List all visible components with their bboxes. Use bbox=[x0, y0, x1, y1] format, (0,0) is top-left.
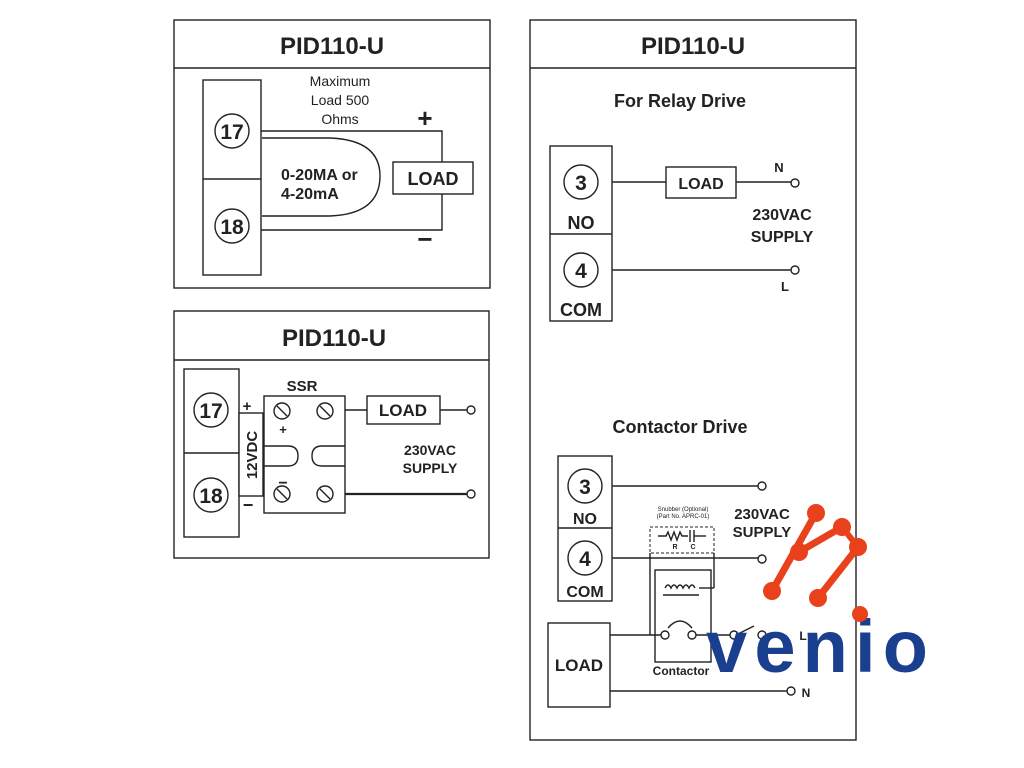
panel-title: PID110-U bbox=[282, 325, 386, 352]
terminal-3-label: 3 bbox=[575, 172, 587, 195]
voltage-bar bbox=[238, 412, 264, 497]
terminal-17-label: 17 bbox=[220, 121, 243, 144]
logo-i-dot bbox=[852, 606, 868, 622]
minus-sign: − bbox=[243, 495, 254, 515]
load-label: LOAD bbox=[379, 401, 427, 420]
contact-terminal bbox=[729, 630, 739, 640]
signal-label-line1: 0-20MA or bbox=[281, 167, 358, 184]
current-output-panel: PID110-U 17 18 Maximum Load 500 Ohms 0-2… bbox=[173, 19, 491, 289]
supply-label-line2: SUPPLY bbox=[733, 524, 792, 541]
venio-logo: venio bbox=[706, 504, 928, 688]
ssr-output-panel: PID110-U 17 18 12VDC + − SSR + − LOAD 23… bbox=[173, 310, 490, 559]
load-box bbox=[392, 161, 474, 195]
load-box bbox=[366, 395, 441, 425]
load-note-line3: Ohms bbox=[321, 111, 358, 127]
terminal-3 bbox=[563, 164, 599, 200]
ssr-plus: + bbox=[279, 422, 287, 437]
supply-terminal bbox=[466, 405, 476, 415]
load-label: LOAD bbox=[678, 176, 723, 193]
load-note-line1: Maximum bbox=[310, 73, 371, 89]
ssr-minus: − bbox=[278, 475, 287, 492]
supply-label-line2: SUPPLY bbox=[403, 460, 458, 476]
terminal-4-label: 4 bbox=[579, 548, 591, 571]
coil-icon bbox=[664, 584, 696, 590]
contact-terminal bbox=[757, 630, 767, 640]
ssr-notch bbox=[311, 445, 345, 467]
terminal-17-label: 17 bbox=[199, 400, 222, 423]
panel-title: PID110-U bbox=[641, 33, 745, 60]
contactor-heading: Contactor Drive bbox=[612, 417, 747, 437]
supply-terminal-n bbox=[790, 178, 800, 188]
terminal-block bbox=[202, 79, 262, 276]
load-box bbox=[665, 166, 737, 199]
ssr-notch bbox=[264, 445, 299, 467]
n-label: N bbox=[802, 686, 811, 700]
supply-label-line2: SUPPLY bbox=[751, 229, 814, 246]
supply-terminal bbox=[757, 554, 767, 564]
terminal-no-label: NO bbox=[568, 213, 595, 233]
snubber-label-line1: Snubber (Optional) bbox=[658, 507, 709, 513]
relay-drive-panel: PID110-U For Relay Drive 3 NO 4 COM LOAD… bbox=[529, 19, 857, 741]
terminal-no-label: NO bbox=[573, 511, 597, 528]
load-label: LOAD bbox=[408, 169, 459, 189]
voltage-label: 12VDC bbox=[244, 431, 261, 480]
load-label: LOAD bbox=[555, 656, 603, 675]
terminal-18 bbox=[214, 208, 250, 244]
snubber-label-line2: (Part No. APRC-01) bbox=[657, 514, 710, 520]
logo-wordmark: venio bbox=[706, 605, 926, 688]
c-label: C bbox=[690, 544, 695, 551]
terminal-18 bbox=[193, 477, 229, 513]
l-label: L bbox=[781, 279, 789, 294]
terminal-com-label: COM bbox=[560, 300, 602, 320]
l-label: L bbox=[799, 629, 806, 643]
contact-switch-icon bbox=[667, 620, 693, 629]
contactor-label: Contactor bbox=[653, 664, 710, 678]
terminal-4-label: 4 bbox=[575, 260, 587, 283]
contact-terminal bbox=[687, 630, 697, 640]
wire-17 bbox=[261, 130, 443, 162]
relay-heading: For Relay Drive bbox=[614, 91, 746, 111]
terminal-18-label: 18 bbox=[220, 216, 244, 239]
supply-terminal-l bbox=[790, 265, 800, 275]
terminal-17 bbox=[214, 113, 250, 149]
minus-sign: − bbox=[417, 224, 432, 254]
supply-terminal bbox=[466, 489, 476, 499]
wire-18 bbox=[261, 194, 443, 231]
logo-dots-icon bbox=[763, 504, 867, 607]
resistor-icon bbox=[658, 530, 688, 542]
supply-terminal-n bbox=[786, 686, 796, 696]
supply-label-line1: 230VAC bbox=[404, 442, 456, 458]
open-contact-icon bbox=[737, 625, 755, 635]
load-note-line2: Load 500 bbox=[311, 92, 370, 108]
signal-label-line2: 4-20mA bbox=[281, 186, 339, 203]
terminal-3 bbox=[567, 468, 603, 504]
r-label: R bbox=[672, 544, 677, 551]
terminal-17 bbox=[193, 392, 229, 428]
load-box bbox=[547, 622, 611, 708]
plus-sign: + bbox=[417, 103, 432, 133]
supply-label-line1: 230VAC bbox=[752, 207, 812, 224]
terminal-4 bbox=[567, 540, 603, 576]
terminal-3-label: 3 bbox=[579, 476, 591, 499]
ssr-label: SSR bbox=[287, 378, 318, 395]
snubber-box bbox=[649, 526, 715, 554]
plus-sign: + bbox=[243, 398, 252, 415]
supply-terminal bbox=[757, 481, 767, 491]
n-label: N bbox=[774, 160, 783, 175]
panel-title: PID110-U bbox=[280, 33, 384, 60]
terminal-4 bbox=[563, 252, 599, 288]
terminal-18-label: 18 bbox=[199, 485, 223, 508]
supply-label-line1: 230VAC bbox=[734, 506, 790, 523]
terminal-com-label: COM bbox=[566, 584, 603, 601]
contact-terminal bbox=[660, 630, 670, 640]
current-loop-arrow bbox=[262, 137, 381, 217]
contactor-body bbox=[654, 569, 712, 663]
